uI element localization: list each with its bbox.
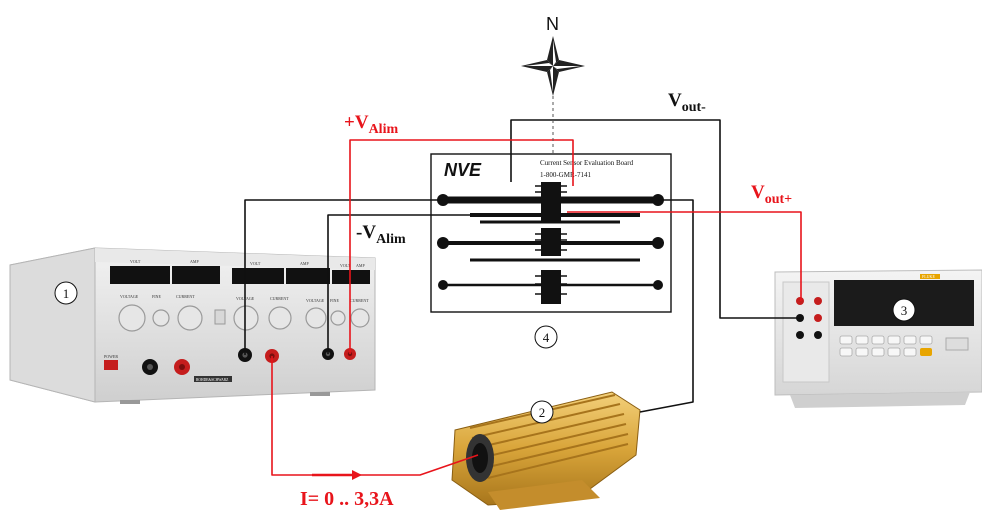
valim-minus-label: -VAlim (356, 222, 406, 247)
ps-panel-label: AMP (300, 261, 309, 266)
power-supply: VOLT AMP VOLT AMP VOLT AMP VOLTAGE FINE … (10, 248, 375, 404)
voltage-knob (119, 305, 145, 331)
ps-brand: ROHDE&SCHWARZ (196, 378, 228, 382)
dmm-terminal (814, 297, 822, 305)
multimeter: FLUKE (775, 270, 982, 408)
ps-panel-label: VOLT (250, 261, 261, 266)
voltage-knob (234, 306, 258, 330)
dmm-terminal (814, 314, 822, 322)
dmm-terminal (796, 297, 804, 305)
current-knob (351, 309, 369, 327)
dmm-brand: FLUKE (922, 274, 935, 279)
ps-knob-label: CURRENT (270, 296, 289, 301)
sensor-chip (541, 270, 561, 304)
fine-knob (331, 311, 345, 325)
current-arrow-icon (352, 470, 362, 480)
board-phone: 1-800-GMR-7141 (540, 171, 591, 179)
marker-3: 3 (893, 299, 915, 321)
voltage-knob (306, 308, 326, 328)
current-knob (178, 306, 202, 330)
ps-knob-label: CURRENT (176, 294, 195, 299)
board-title: Current Sensor Evaluation Board (540, 159, 634, 167)
svg-text:2: 2 (539, 405, 546, 420)
svg-text:3: 3 (901, 303, 908, 318)
svg-text:4: 4 (543, 330, 550, 345)
power-button (104, 360, 118, 370)
compass-rose-icon: N (521, 14, 585, 154)
ps-panel-label: AMP (356, 263, 365, 268)
ps-knob-label: VOLTAGE (306, 298, 325, 303)
svg-text:1: 1 (63, 286, 70, 301)
current-range-label: I= 0 .. 3,3A (300, 488, 394, 510)
ps-panel-label: VOLT (130, 259, 141, 264)
ps-knob-label: VOLTAGE (120, 294, 139, 299)
fine-knob (153, 310, 169, 326)
vout-plus-label: Vout+ (751, 182, 792, 207)
north-label: N (546, 14, 559, 34)
board-brand: NVE (444, 160, 482, 180)
valim-plus-label: +VAlim (344, 112, 398, 137)
vout-minus-label: Vout- (668, 90, 706, 115)
marker-4: 4 (535, 326, 557, 348)
sensor-chip (541, 182, 561, 222)
ps-knob-label: FINE (152, 294, 161, 299)
power-label: POWER (104, 354, 118, 359)
current-knob (269, 307, 291, 329)
ps-panel-label: AMP (190, 259, 199, 264)
sensor-chip (541, 228, 561, 256)
ps-knob-label: CURRENT (350, 298, 369, 303)
dmm-terminal (814, 331, 822, 339)
marker-2: 2 (531, 401, 553, 423)
marker-1: 1 (55, 282, 77, 304)
evaluation-board: NVE Current Sensor Evaluation Board 1-80… (431, 154, 671, 312)
ps-knob-label: FINE (330, 298, 339, 303)
